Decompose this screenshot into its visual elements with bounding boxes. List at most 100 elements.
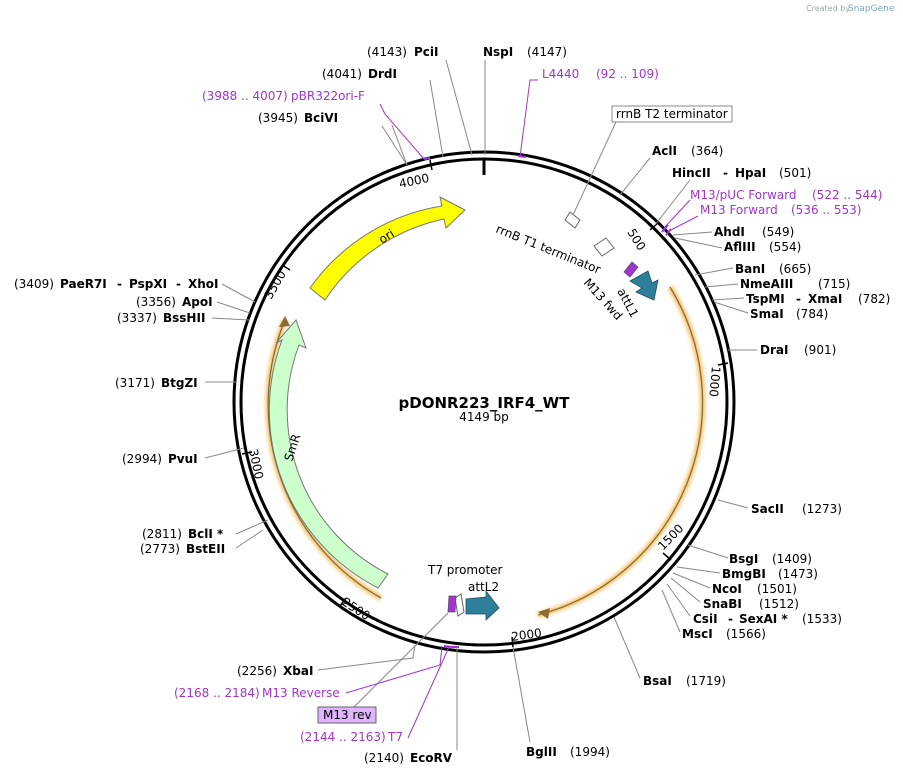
m13-puc-forward-name[interactable]: M13/pUC Forward [690,188,797,202]
ahdi-name[interactable]: AhdI [714,225,745,239]
m13-forward-name[interactable]: M13 Forward [700,203,778,217]
tick-1500: 1500 [655,521,686,553]
bglii-pos: (1994) [570,745,610,759]
snabi-name[interactable]: SnaBI [703,597,742,611]
paer7i-sep2: - [176,277,181,291]
paer7i-pos: (3409) [14,277,54,291]
hincii-sep: - [723,166,728,180]
bcli-pos: (2811) [142,527,182,541]
snabi-pos: (1512) [759,597,799,611]
tspmi-sep: - [796,292,801,306]
backbone-inner-ring [239,157,729,647]
bsteii-pos: (2773) [140,542,180,556]
paer7i-sep1: - [117,277,122,291]
l4440-name[interactable]: L4440 [542,67,579,81]
bcli-name[interactable]: BclI * [188,527,224,541]
t7-name[interactable]: T7 [387,730,403,744]
site-labels: (4143) PciI NspI (4147) (4041) DrdI L444… [14,45,890,765]
pbr322ori-f-range: (3988 .. 4007) [202,89,288,103]
apoi-pos: (3356) [136,295,176,309]
bsai-pos: (1719) [686,674,726,688]
drai-pos: (901) [804,343,836,357]
csii-name[interactable]: CsiI [693,612,718,626]
pvui-pos: (2994) [122,452,162,466]
attl2-feature[interactable]: attL2 [465,580,500,621]
acli-name[interactable]: AclI [652,144,677,158]
backbone-outer-ring [232,150,736,654]
sexai-name[interactable]: SexAI * [739,612,788,626]
pcii-name[interactable]: PciI [414,45,439,59]
l4440-range: (92 .. 109) [596,67,659,81]
m13-forward-range: (536 .. 553) [791,203,861,217]
afliii-pos: (554) [769,240,801,254]
t7-promoter-label: T7 promoter [427,563,503,577]
tick-3500: 3500 [261,268,288,301]
msci-name[interactable]: MscI [682,627,713,641]
t7-range: (2144 .. 2163) [300,730,386,744]
drdi-name[interactable]: DrdI [368,67,397,81]
xbai-name[interactable]: XbaI [283,664,313,678]
attl2-label: attL2 [468,580,499,594]
tick-500: 500 [624,226,648,253]
rrnb-t2-feature[interactable]: rrnB T2 terminator [564,105,733,229]
xmai-name[interactable]: XmaI [808,292,842,306]
drdi-pos: (4041) [322,67,362,81]
bglii-name[interactable]: BglII [526,745,557,759]
m13-reverse-range: (2168 .. 2184) [174,686,260,700]
pcii-pos: (4143) [367,45,407,59]
ncoi-pos: (1501) [757,582,797,596]
btgzi-name[interactable]: BtgZI [161,376,198,390]
csii-sexai-pos: (1533) [802,612,842,626]
m13-puc-forward-range: (522 .. 544) [812,188,882,202]
xhoi-name[interactable]: XhoI [188,277,219,291]
credit-brand: SnapGene [848,4,895,14]
orf-glow [265,285,706,619]
bmgbi-pos: (1473) [778,567,818,581]
bsai-name[interactable]: BsaI [643,674,672,688]
ecorv-pos: (2140) [364,751,404,765]
m13-rev-feature[interactable]: M13 rev [317,595,457,724]
ecorv-name[interactable]: EcoRV [410,751,453,765]
m13-rev-label-box [317,706,377,724]
ncoi-name[interactable]: NcoI [712,582,742,596]
bsgi-name[interactable]: BsgI [729,552,758,566]
nspi-name[interactable]: NspI [483,45,513,59]
pvui-name[interactable]: PvuI [168,452,198,466]
bani-pos: (665) [779,262,811,276]
afliii-name[interactable]: AflIII [724,240,756,254]
tick-4000: 4000 [398,171,431,191]
pspxi-name[interactable]: PspXI [129,277,167,291]
nmeaiii-pos: (715) [818,277,850,291]
hincii-name[interactable]: HincII [672,166,711,180]
pbr322ori-f-name[interactable]: pBR322ori-F [291,89,365,103]
smai-name[interactable]: SmaI [750,307,784,321]
tspmi-name[interactable]: TspMI [746,292,785,306]
bcivi-name[interactable]: BciVI [304,111,338,125]
t7-promoter-feature[interactable]: T7 promoter [427,563,503,617]
apoi-name[interactable]: ApoI [182,295,213,309]
tspmi-xmai-pos: (782) [858,292,890,306]
csii-sep: - [728,612,733,626]
credit-prefix: Created by [806,4,850,13]
nmeaiii-name[interactable]: NmeAIII [740,277,793,291]
drai-name[interactable]: DraI [760,343,788,357]
tick-2000: 2000 [510,626,542,644]
m13-rev-label: M13 rev [323,708,372,722]
tick-2500: 2500 [339,595,372,623]
bani-name[interactable]: BanI [735,262,765,276]
smr-feature[interactable]: SmR [268,319,389,589]
rrnb-t1-feature[interactable]: rrnB T1 terminator [494,222,615,277]
m13-reverse-name[interactable]: M13 Reverse [262,686,340,700]
bmgbi-name[interactable]: BmgBI [722,567,766,581]
rrnb-t2-label: rrnB T2 terminator [616,107,728,121]
leader-lines [204,59,757,750]
sacii-name[interactable]: SacII [751,502,784,516]
ahdi-pos: (549) [762,225,794,239]
smai-pos: (784) [796,307,828,321]
bsshii-name[interactable]: BssHII [163,311,205,325]
hpai-name[interactable]: HpaI [735,166,766,180]
paer7i-name[interactable]: PaeR7I [60,277,107,291]
bsteii-name[interactable]: BstEII [186,542,225,556]
rrnb-t1-label: rrnB T1 terminator [494,222,603,277]
